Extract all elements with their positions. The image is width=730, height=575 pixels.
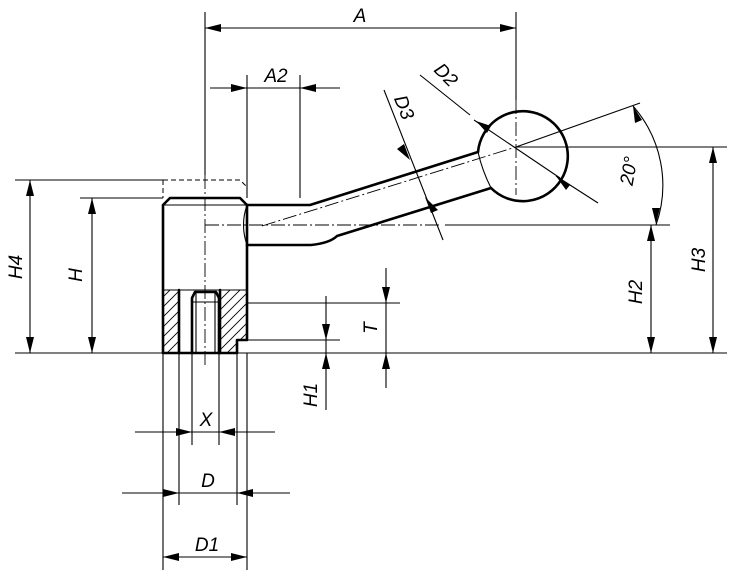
dimension-labels: A A2 D2 D3 20° H4 H H3 H2 T H1 X D D1 <box>6 6 710 556</box>
label-X: X <box>199 410 214 431</box>
label-H2: H2 <box>626 279 647 304</box>
label-H3: H3 <box>689 247 710 272</box>
label-D: D <box>201 471 215 492</box>
label-A2: A2 <box>263 66 288 87</box>
label-A: A <box>353 6 367 27</box>
label-H1: H1 <box>301 383 322 407</box>
label-H4: H4 <box>6 255 27 279</box>
label-D3: D3 <box>389 92 418 123</box>
extension-lines <box>15 12 727 570</box>
label-D1: D1 <box>195 535 219 556</box>
dimension-lines <box>26 24 717 561</box>
lever-arm <box>242 150 493 247</box>
ball-knob <box>476 109 570 203</box>
label-H: H <box>66 268 87 282</box>
label-T: T <box>361 321 382 334</box>
label-angle: 20° <box>617 155 643 188</box>
threaded-insert-section <box>163 288 247 355</box>
